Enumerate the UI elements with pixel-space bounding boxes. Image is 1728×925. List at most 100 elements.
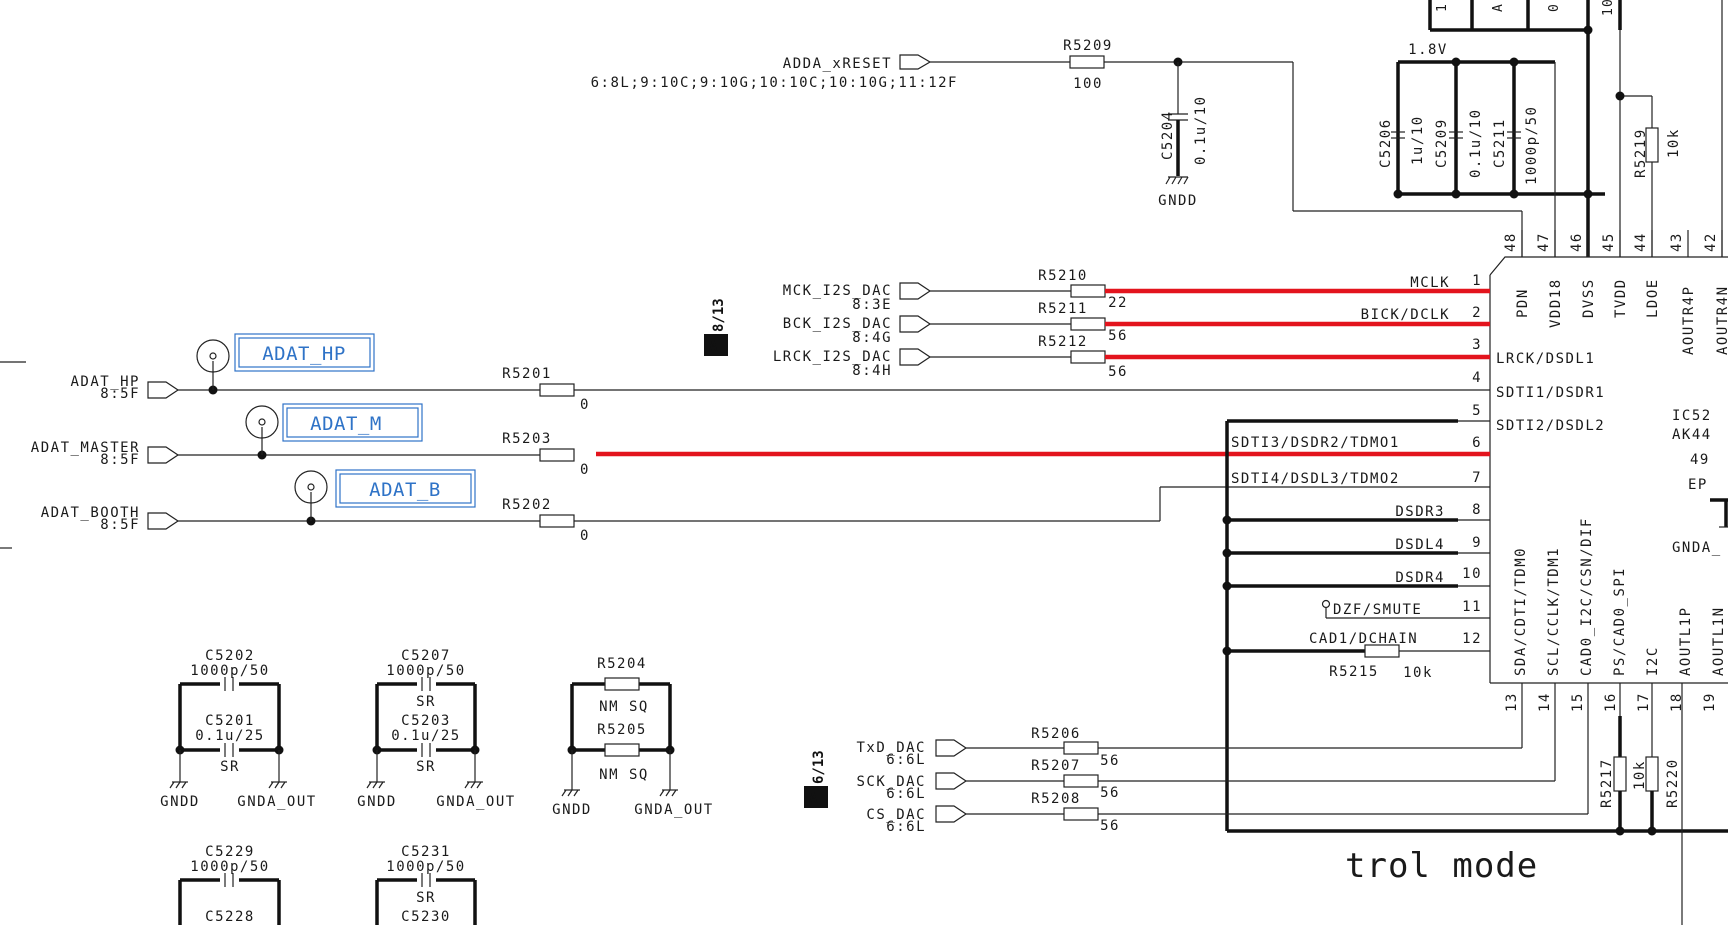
bck-port[interactable] (899, 315, 932, 333)
pin14-num: 14 (1537, 692, 1553, 712)
gp1-left-gnd: GNDD (160, 794, 200, 810)
pin42-name: AOUTR4N (1715, 285, 1728, 355)
adda-xreset-port[interactable] (899, 54, 932, 70)
r5202-value: 0 (580, 528, 590, 544)
gp1-right-gnd: GNDA_OUT (237, 794, 316, 810)
pin6-num: 6 (1472, 435, 1482, 451)
ep-pin-num: 49 (1690, 452, 1710, 468)
r5215-body (1364, 644, 1400, 658)
r5202-body (539, 514, 575, 528)
pin8-num: 8 (1472, 502, 1482, 518)
pin19-num: 19 (1702, 692, 1718, 712)
r5210-value: 22 (1108, 295, 1128, 311)
pin10-name: DSDR4 (1395, 570, 1445, 586)
sheet-page-6-13: 6/13 (811, 750, 827, 784)
r5212-ref: R5212 (1038, 334, 1088, 350)
pin48-num: 48 (1503, 232, 1519, 252)
pin45-num: 45 (1601, 232, 1617, 252)
pin8-name: DSDR3 (1395, 504, 1445, 520)
txd-ref: 6:6L (886, 752, 926, 768)
r5205-body (604, 743, 640, 757)
mck-port[interactable] (899, 282, 932, 300)
r5211-body (1070, 317, 1106, 331)
r5201-ref: R5201 (502, 366, 552, 382)
gp3-right-gnd: GNDA_OUT (634, 802, 713, 818)
lrck-ref: 8:4H (852, 363, 892, 379)
pin44-num: 44 (1633, 232, 1649, 252)
top-glyph-1: 1 (1435, 3, 1450, 12)
control-mode-heading: trol mode (1345, 846, 1538, 886)
r5219-ref: R5219 (1633, 128, 1649, 178)
txd-port[interactable] (935, 739, 968, 757)
c5203-value: 0.1u/25 (391, 728, 461, 744)
r5212-value: 56 (1108, 364, 1128, 380)
c5228-ref: C5228 (205, 909, 255, 925)
r5210-ref: R5210 (1038, 268, 1088, 284)
bottom-pair-2: C5231 1000p/50 SR C5230 (375, 844, 477, 925)
gndd-label-reset: GNDD (1158, 193, 1198, 209)
r5220-body (1645, 756, 1659, 792)
r5212-body (1070, 350, 1106, 364)
adda-xreset-refs: 6:8L;9:10C;9:10G;10:10C;10:10G;11:12F (591, 75, 958, 91)
pin2-num: 2 (1472, 305, 1482, 321)
top-glyph-4: 10 (1601, 0, 1616, 16)
bck-ref: 8:4G (852, 330, 892, 346)
adat-master-ref: 8:5F (100, 452, 140, 468)
c5231-value: 1000p/50 (386, 859, 465, 875)
cs-port[interactable] (935, 805, 968, 823)
reset-net: ADDA_xRESET 6:8L;9:10C;9:10G;10:10C;10:1… (591, 38, 1523, 257)
adat-booth-port[interactable] (147, 512, 180, 530)
c5206-ref: C5206 (1378, 118, 1394, 168)
pin47-name: VDD18 (1548, 278, 1564, 328)
c5207-note: SR (416, 694, 436, 710)
pin16-num: 16 (1603, 692, 1619, 712)
c5231-note: SR (416, 890, 436, 906)
pin4-name: SDTI1/DSDR1 (1496, 385, 1605, 401)
c5231-ref: C5231 (401, 844, 451, 860)
lrck-port[interactable] (899, 348, 932, 366)
pin44-name: LDOE (1645, 278, 1661, 318)
pin48-name: PDN (1515, 288, 1531, 318)
pin16-name: PS/CAD0_SPI (1612, 567, 1628, 676)
ic-left-pins: 1 MCLK 2 BICK/DCLK 3 LRCK/DSDL1 4 SDTI1/… (1231, 273, 1605, 647)
pin13-name: SDA/CDTI/TDM0 (1513, 547, 1529, 676)
pin13-num: 13 (1504, 692, 1520, 712)
adat-hp-label: ADAT_HP (70, 374, 140, 390)
r5219-value: 10k (1666, 128, 1682, 158)
r5201-body (539, 383, 575, 397)
adat-master-port[interactable] (147, 446, 180, 464)
c5201-ref: C5201 (205, 713, 255, 729)
adda-xreset-label: ADDA_xRESET (783, 56, 892, 72)
pin1-name: MCLK (1410, 275, 1450, 291)
c5211-ref: C5211 (1492, 118, 1508, 168)
adat-hp-port[interactable] (147, 381, 180, 399)
r5215-ref: R5215 (1329, 664, 1379, 680)
sck-port[interactable] (935, 772, 968, 790)
sheet-page-8-13: 8/13 (711, 298, 727, 332)
pin17-name: I2C (1645, 646, 1661, 676)
cs-ref: 6:6L (886, 819, 926, 835)
r5204-note: NM SQ (599, 699, 649, 715)
pin12-name: CAD1/DCHAIN (1309, 631, 1418, 647)
r5205-note: NM SQ (599, 767, 649, 783)
pin3-num: 3 (1472, 337, 1482, 353)
gp3-left-gnd: GNDD (552, 802, 592, 818)
sheet-a-badge-6 (804, 786, 828, 808)
top-glyph-2: A (1491, 3, 1506, 12)
txd-label: TxD_DAC (856, 740, 926, 756)
ic-part: AK44 (1672, 427, 1712, 443)
unused-pins-bus: R5215 10k (1222, 419, 1728, 833)
pin18-num: 18 (1669, 692, 1685, 712)
pin9-name: DSDL4 (1395, 537, 1445, 553)
r5207-value: 56 (1100, 785, 1120, 801)
pin18-name: AOUTL1P (1678, 606, 1694, 676)
top-glyph-3: 0 (1547, 3, 1562, 12)
c5230-ref: C5230 (401, 909, 451, 925)
adat-booth-tag-text: ADAT_B (369, 479, 441, 501)
c5207-value: 1000p/50 (386, 663, 465, 679)
r5207-body (1063, 774, 1099, 788)
r5204-body (604, 677, 640, 691)
pin7-name: SDTI4/DSDL3/TDMO2 (1231, 471, 1400, 487)
bottom-pair-1: C5229 1000p/50 C5228 (178, 844, 281, 925)
